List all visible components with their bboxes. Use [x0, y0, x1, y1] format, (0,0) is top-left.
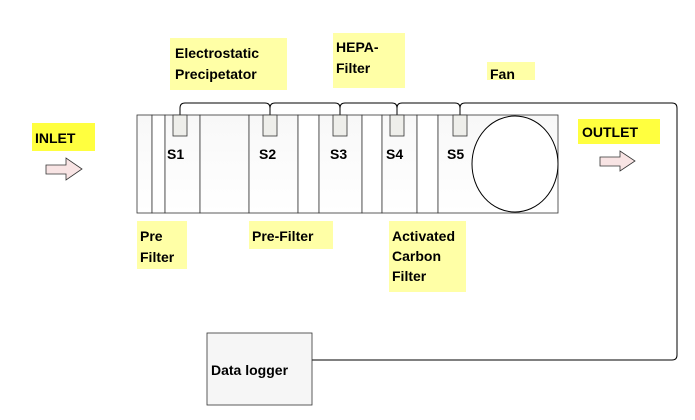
sensor-icon [332, 114, 348, 137]
label-line: Filter [336, 60, 371, 76]
sensor-label: S4 [386, 146, 403, 162]
purifier-housing [136, 114, 559, 214]
sensor-s2: S2 [259, 114, 278, 162]
label-inlet: INLET [32, 123, 95, 151]
label-activated-carbon-filter: Activated Carbon Filter [389, 221, 466, 292]
label-line: Electrostatic [175, 45, 259, 61]
fan-icon [471, 115, 559, 213]
sensor-s4: S4 [386, 114, 405, 162]
sensor-label: S2 [259, 146, 276, 162]
label-pre-filter-1: Pre Filter [137, 221, 187, 269]
sensor-icon [389, 114, 405, 137]
sensor-icon [262, 114, 278, 137]
label-line: Filter [392, 268, 427, 284]
label-line: Pre [140, 228, 163, 244]
inlet-arrow-icon [45, 157, 83, 181]
label-line: Filter [140, 249, 175, 265]
label-line: Precipetator [175, 66, 257, 82]
pre-filter-segment [151, 114, 166, 214]
label-line: INLET [35, 130, 76, 146]
label-pre-filter-2: Pre-Filter [249, 221, 333, 249]
sensor-s3: S3 [330, 114, 348, 162]
sensor-label: S3 [330, 146, 347, 162]
housing-segment [361, 114, 383, 214]
housing-segment [136, 114, 153, 214]
electrostatic-precipitator-segment [199, 114, 250, 214]
label-hepa-filter: HEPA- Filter [333, 33, 405, 88]
label-line: HEPA- [336, 39, 379, 55]
sensor-icon [172, 114, 188, 137]
sensor-s5: S5 [447, 114, 468, 162]
label-line: OUTLET [582, 124, 638, 140]
pre-filter-segment [297, 114, 320, 214]
data-logger-box: Data logger [206, 332, 313, 406]
data-logger-label: Data logger [211, 362, 289, 378]
label-electrostatic-precipitator: Electrostatic Precipetator [170, 38, 287, 90]
label-line: Carbon [392, 248, 441, 264]
sensor-icon [452, 114, 468, 137]
sensor-bus-wire [179, 102, 678, 361]
sensor-label: S5 [447, 146, 464, 162]
outlet-arrow-icon [599, 150, 636, 172]
label-outlet: OUTLET [578, 119, 660, 144]
label-fan: Fan [487, 62, 535, 82]
sensor-s1: S1 [167, 114, 188, 162]
label-line: Pre-Filter [252, 228, 314, 244]
label-line: Fan [490, 66, 515, 82]
activated-carbon-filter-segment [416, 114, 439, 214]
sensor-label: S1 [167, 146, 184, 162]
label-line: Activated [392, 228, 455, 244]
